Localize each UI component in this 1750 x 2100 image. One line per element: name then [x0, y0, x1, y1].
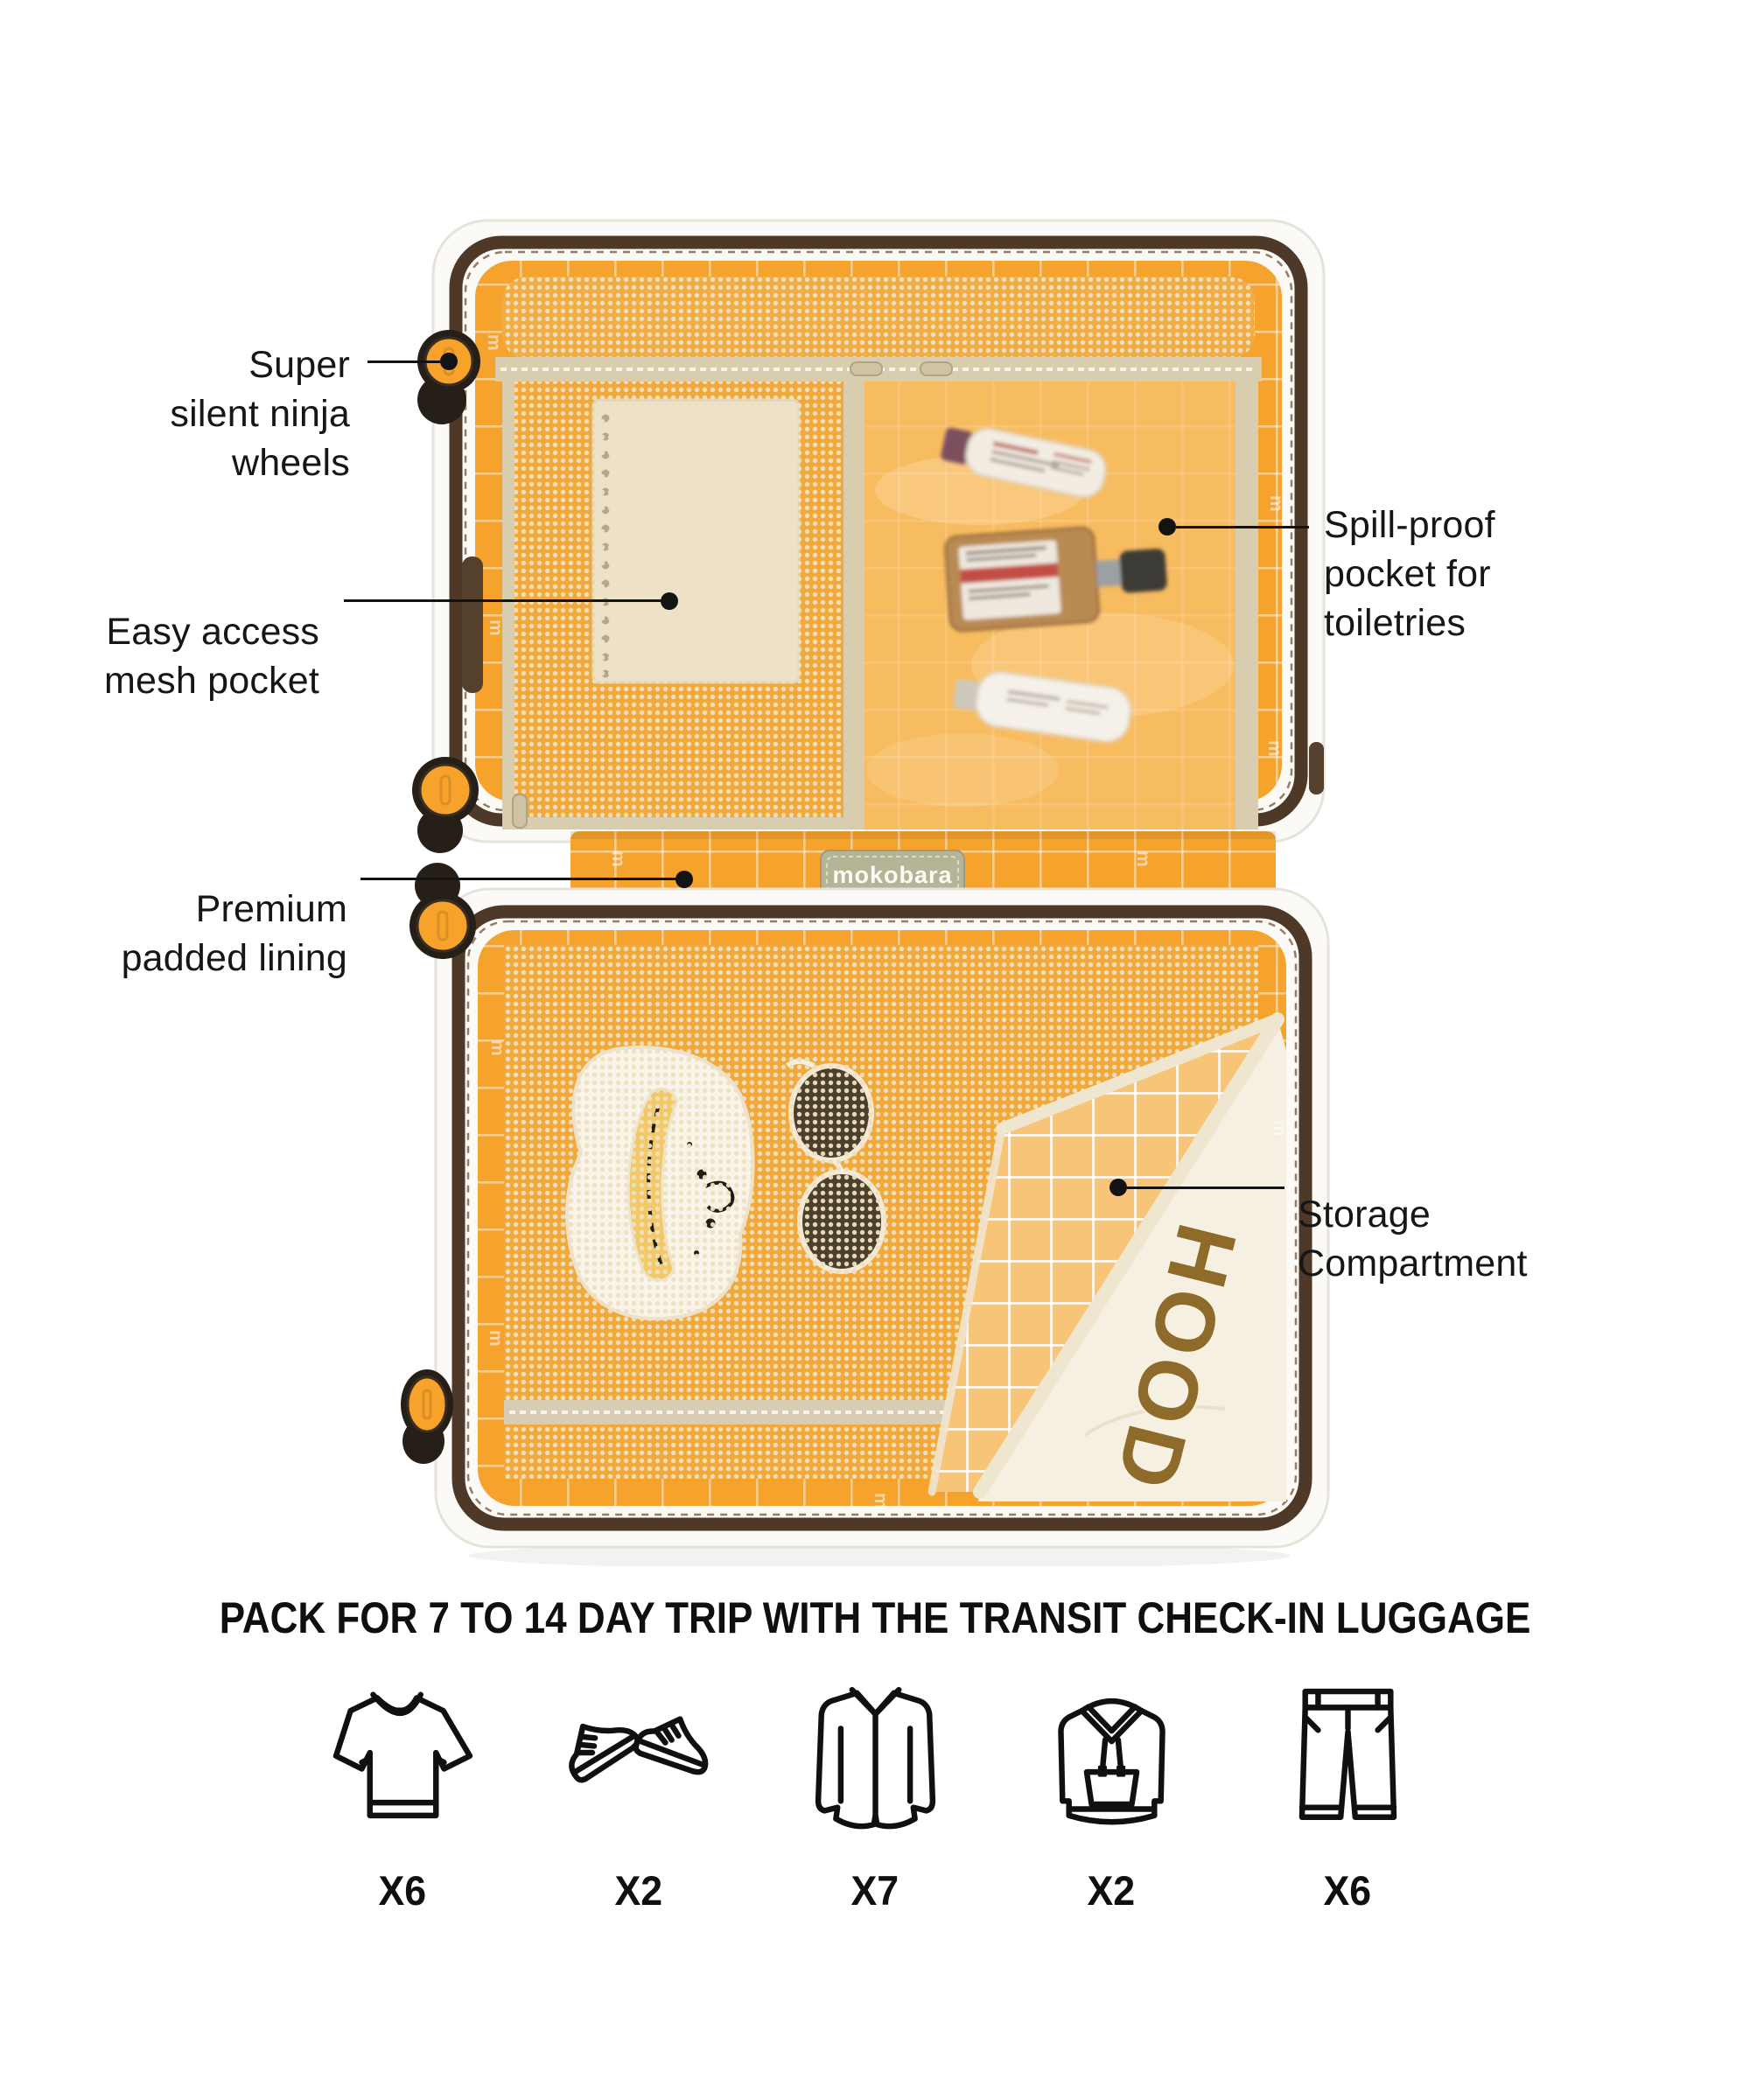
storage-flap — [928, 1012, 1284, 1499]
suitcase-photo: mokobara — [401, 219, 1330, 1566]
svg-text:m: m — [608, 850, 628, 867]
callout-wheels-dot — [440, 353, 458, 370]
zipper-pull — [512, 794, 528, 829]
pants-icon — [1298, 1688, 1396, 1820]
callout-spill-proof-line — [1176, 526, 1309, 528]
pack-item-shirt: X7 — [788, 1682, 962, 1914]
pack-item-tshirt-count: X6 — [378, 1867, 427, 1914]
zipper-pull — [920, 361, 953, 376]
toiletry-pump-bottle — [944, 526, 1167, 633]
pack-item-hoodie-count: X2 — [1087, 1867, 1136, 1914]
suitcase-bottom-shell: HOOD — [434, 887, 1330, 1549]
svg-text:m: m — [1133, 850, 1153, 867]
callout-spill-proof: Spill-proof pocket for toiletries — [1324, 452, 1495, 648]
sneakers-icon — [568, 1716, 708, 1783]
callout-padded-lining-line — [360, 878, 677, 880]
wheel-bottom-left — [401, 1369, 453, 1464]
callout-storage-label: Storage Compartment — [1298, 1194, 1528, 1284]
callout-spill-proof-dot — [1158, 518, 1176, 536]
toiletry-tube-white — [953, 671, 1132, 743]
wheel-middle-lower — [410, 863, 476, 959]
side-handle — [462, 556, 483, 693]
svg-text:m: m — [1270, 1120, 1290, 1137]
top-mesh-strip — [502, 276, 1255, 359]
callout-storage: Storage Compartment — [1298, 1141, 1528, 1288]
wheel-middle-upper — [412, 757, 479, 853]
pack-item-hoodie: X2 — [1024, 1682, 1199, 1914]
callout-wheels-line — [368, 360, 448, 363]
spill-proof-pocket — [864, 382, 1236, 830]
packing-heading: PACK FOR 7 TO 14 DAY TRIP WITH THE TRANS… — [219, 1593, 1531, 1642]
callout-mesh-pocket-dot — [661, 592, 678, 610]
callout-mesh-pocket-label: Easy access mesh pocket — [104, 611, 319, 702]
pack-item-sneakers-count: X2 — [614, 1867, 663, 1914]
pocket-edge-tape — [1236, 382, 1258, 830]
leather-trim-bottom — [452, 905, 1312, 1531]
zipper-pull — [850, 361, 883, 376]
callout-storage-dot — [1110, 1179, 1127, 1196]
zipper-tape-top — [495, 357, 1262, 382]
svg-text:m: m — [484, 334, 504, 351]
packing-items-row: X6 X2 — [315, 1682, 1435, 1914]
svg-text:m: m — [487, 1040, 508, 1056]
svg-text:m: m — [1266, 495, 1286, 512]
callout-wheels: Super silent ninja wheels — [170, 291, 350, 487]
zipper-tape-bottom — [504, 1400, 994, 1479]
pack-item-pants: X6 — [1260, 1682, 1435, 1914]
pack-item-tshirt: X6 — [315, 1682, 490, 1914]
pack-item-shirt-count: X7 — [850, 1867, 900, 1914]
pack-item-pants-count: X6 — [1323, 1867, 1372, 1914]
callout-mesh-pocket: Easy access mesh pocket — [104, 558, 319, 705]
brand-tag-label: mokobara — [832, 862, 952, 888]
svg-text:m: m — [871, 1493, 891, 1509]
pack-item-sneakers: X2 — [551, 1682, 726, 1914]
callout-storage-line — [1127, 1186, 1284, 1189]
callout-mesh-pocket-line — [344, 599, 663, 602]
dress-shirt-icon — [815, 1686, 935, 1830]
callout-padded-lining-label: Premium padded lining — [121, 888, 347, 979]
hoodie-icon — [1057, 1698, 1166, 1825]
svg-text:m: m — [486, 1330, 506, 1347]
callout-padded-lining: Premium padded lining — [122, 836, 347, 983]
side-tab — [1309, 742, 1324, 794]
toiletry-tube-purple-cap — [941, 427, 1107, 498]
callout-wheels-label: Super silent ninja wheels — [170, 344, 350, 484]
svg-text:m: m — [1264, 740, 1284, 757]
callout-padded-lining-dot — [676, 871, 693, 888]
callout-spill-proof-label: Spill-proof pocket for toiletries — [1324, 504, 1495, 644]
suitcase-top-shell — [431, 219, 1326, 844]
lining-monogram-marks: m m m m m m m m m m — [484, 334, 1290, 1509]
svg-text:m: m — [486, 620, 506, 636]
tshirt-icon — [332, 1691, 472, 1819]
divider-tape — [844, 382, 864, 830]
